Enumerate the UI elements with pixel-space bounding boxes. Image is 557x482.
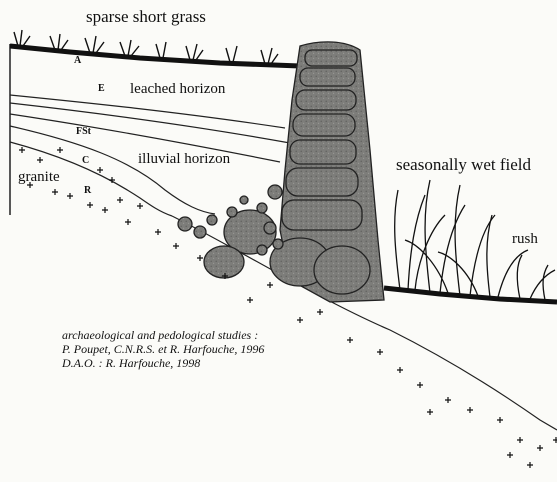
- ground-surface-left: [10, 46, 300, 66]
- label-illuvial-horizon: illuvial horizon: [138, 152, 230, 167]
- credits-line-2: P. Poupet, C.N.R.S. et R. Harfouche, 199…: [62, 342, 264, 356]
- granite-cross: [19, 147, 25, 153]
- granite-cross: [507, 452, 513, 458]
- granite-cross: [197, 255, 203, 261]
- granite-cross: [173, 243, 179, 249]
- label-granite: granite: [18, 170, 60, 185]
- label-horizon-e: E: [98, 84, 105, 94]
- granite-cross: [57, 147, 63, 153]
- granite-cross: [347, 337, 353, 343]
- granite-cross: [553, 437, 557, 443]
- granite-cross: [517, 437, 523, 443]
- granite-cross: [67, 193, 73, 199]
- granite-cross: [317, 309, 323, 315]
- granite-cross: [97, 167, 103, 173]
- credits-line-1: archaeological and pedological studies :: [62, 328, 264, 342]
- granite-cross: [445, 397, 451, 403]
- label-rush: rush: [512, 232, 538, 247]
- granite-cross: [117, 197, 123, 203]
- granite-cross: [417, 382, 423, 388]
- label-horizon-r: R: [84, 186, 91, 196]
- label-seasonally-wet-field: seasonally wet field: [396, 156, 531, 173]
- granite-cross: [87, 202, 93, 208]
- granite-cross: [527, 462, 533, 468]
- granite-cross: [467, 407, 473, 413]
- label-horizon-a: A: [74, 56, 81, 66]
- granite-cross: [125, 219, 131, 225]
- granite-cross: [497, 417, 503, 423]
- granite-cross: [102, 207, 108, 213]
- label-horizon-c: C: [82, 156, 89, 166]
- granite-cross: [377, 349, 383, 355]
- label-horizon-fst: FSt: [76, 127, 91, 137]
- credits-block: archaeological and pedological studies :…: [62, 328, 264, 370]
- granite-cross: [52, 189, 58, 195]
- granite-cross: [297, 317, 303, 323]
- granite-cross: [247, 297, 253, 303]
- granite-cross: [427, 409, 433, 415]
- granite-cross: [537, 445, 543, 451]
- label-sparse-short-grass: sparse short grass: [86, 8, 206, 25]
- horizon-boundary-e: [10, 95, 285, 128]
- granite-cross: [397, 367, 403, 373]
- label-leached-horizon: leached horizon: [130, 82, 225, 97]
- granite-cross: [137, 203, 143, 209]
- granite-cross: [155, 229, 161, 235]
- granite-cross: [267, 282, 273, 288]
- credits-line-3: D.A.O. : R. Harfouche, 1998: [62, 356, 264, 370]
- granite-cross: [37, 157, 43, 163]
